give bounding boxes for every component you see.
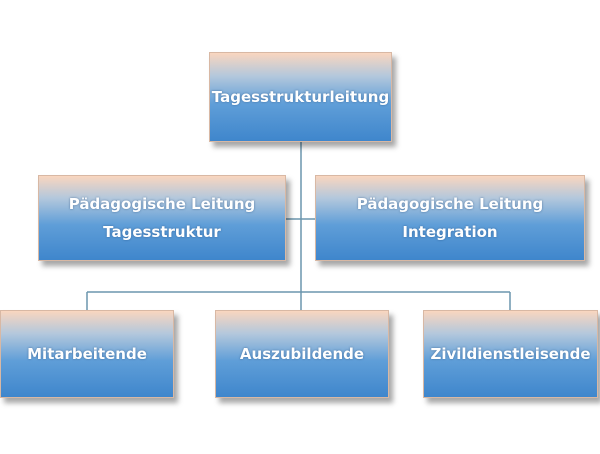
node-zivildienstleisende: Zivildienstleisende — [423, 310, 598, 398]
node-label: Mitarbeitende — [27, 345, 147, 363]
node-label-line-1: Pädagogische Leitung — [68, 195, 256, 213]
node-label-line-1: Pädagogische Leitung — [356, 195, 544, 213]
node-label: Tagesstrukturleitung — [211, 88, 390, 106]
node-label: Auszubildende — [239, 345, 365, 363]
node-tagesstrukturleitung: Tagesstrukturleitung — [209, 52, 392, 142]
node-auszubildende: Auszubildende — [215, 310, 389, 398]
node-label: Zivildienstleisende — [430, 345, 591, 363]
node-paedagogische-leitung-tagesstruktur: Pädagogische Leitung Tagesstruktur — [38, 175, 286, 261]
node-label-line-2: Integration — [402, 223, 498, 241]
node-paedagogische-leitung-integration: Pädagogische Leitung Integration — [315, 175, 585, 261]
node-mitarbeitende: Mitarbeitende — [0, 310, 174, 398]
node-label-line-2: Tagesstruktur — [103, 223, 221, 241]
